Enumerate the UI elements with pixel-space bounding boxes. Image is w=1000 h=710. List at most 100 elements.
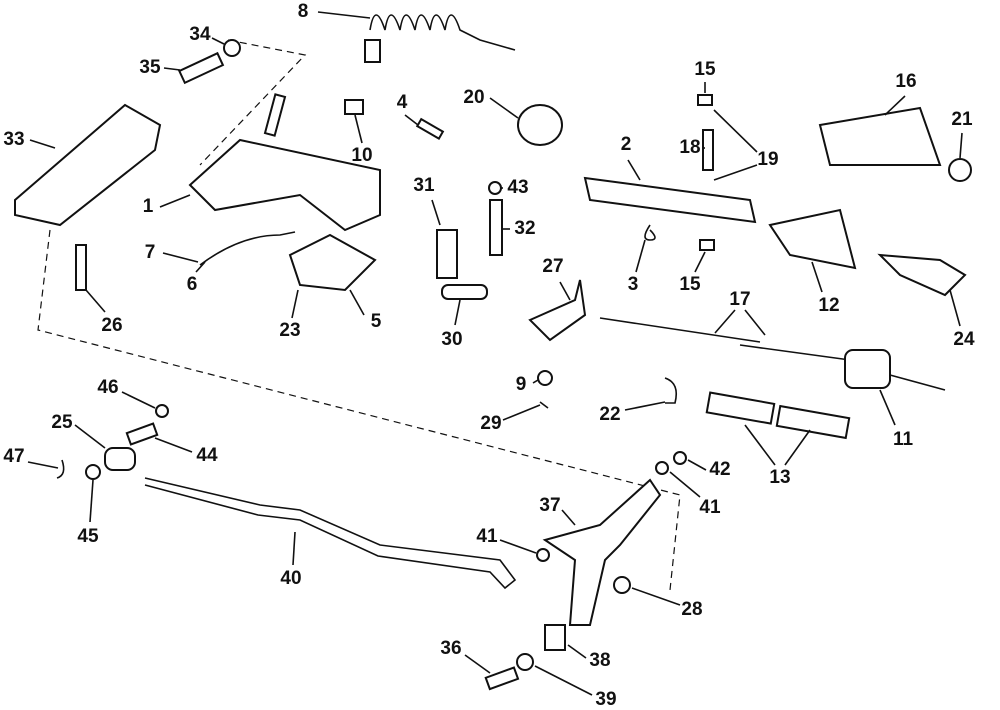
part-31-stud xyxy=(436,229,458,279)
part-11-cable-end xyxy=(844,349,891,389)
part-33-bracket xyxy=(14,103,162,227)
callout-31: 31 xyxy=(413,175,435,196)
callout-12: 12 xyxy=(818,295,839,316)
part-bolt xyxy=(263,93,287,137)
callout-13: 13 xyxy=(769,467,790,488)
callout-8: 8 xyxy=(298,1,309,22)
part-38-bushing xyxy=(544,624,566,651)
part-45-washer xyxy=(85,464,101,480)
callout-34: 34 xyxy=(189,24,211,45)
part-11-rod xyxy=(889,374,946,391)
callout-41: 41 xyxy=(699,497,721,518)
callout-2: 2 xyxy=(621,134,632,155)
callout-17: 17 xyxy=(729,289,750,310)
part-37-lever xyxy=(542,478,662,626)
callout-35: 35 xyxy=(139,57,161,78)
part-5-switch xyxy=(288,233,377,292)
callout-5: 5 xyxy=(371,311,382,332)
part-27-bracket xyxy=(528,279,587,342)
part-12-grip-insert xyxy=(768,208,857,270)
part-3-spring xyxy=(644,224,656,241)
callout-23: 23 xyxy=(279,320,300,341)
callout-32: 32 xyxy=(514,218,535,239)
callout-16: 16 xyxy=(895,71,916,92)
part-35-pin xyxy=(178,51,225,85)
callout-26: 26 xyxy=(101,315,122,336)
part-34-washer xyxy=(223,39,241,57)
callout-36: 36 xyxy=(440,638,461,659)
part-17-cable xyxy=(599,317,851,361)
callout-30: 30 xyxy=(441,329,462,350)
part-24-switch xyxy=(877,253,967,297)
part-41-washer xyxy=(536,548,550,562)
part-42-nut xyxy=(673,451,687,465)
part-41-washer xyxy=(655,461,669,475)
assembly-line xyxy=(37,229,681,591)
part-2-shaft xyxy=(583,176,757,224)
callout-33: 33 xyxy=(3,129,24,150)
callout-25: 25 xyxy=(51,412,73,433)
part-20-knob xyxy=(517,104,563,146)
callout-41-left: 41 xyxy=(476,526,498,547)
part-16-grip xyxy=(818,106,942,166)
callout-3: 3 xyxy=(628,274,639,295)
callout-15-lower: 15 xyxy=(679,274,701,295)
callout-46: 46 xyxy=(97,377,118,398)
part-15-bushing xyxy=(697,94,713,106)
part-32-ball-joint xyxy=(489,199,503,256)
part-36-bolt xyxy=(484,666,520,691)
callout-42: 42 xyxy=(709,459,730,480)
part-30-link xyxy=(441,284,488,300)
callout-28: 28 xyxy=(681,599,702,620)
part-8-lanyard xyxy=(364,14,516,63)
callout-19: 19 xyxy=(757,149,778,170)
callout-37: 37 xyxy=(539,495,560,516)
part-28-washer xyxy=(613,576,631,594)
part-44-stud xyxy=(125,422,159,446)
part-26-bolt xyxy=(75,244,87,291)
part-46-nut xyxy=(155,404,169,418)
part-9-washer xyxy=(537,370,553,386)
part-39-washer xyxy=(516,653,534,671)
callout-10: 10 xyxy=(351,145,372,166)
callout-22: 22 xyxy=(599,404,620,425)
callout-44: 44 xyxy=(196,445,218,466)
callout-1: 1 xyxy=(143,196,154,217)
part-7-wire xyxy=(199,231,296,266)
callout-20: 20 xyxy=(463,87,484,108)
part-21-cap xyxy=(948,158,972,182)
part-10-clip xyxy=(344,99,364,115)
part-15-bushing xyxy=(699,239,715,251)
part-47-clip xyxy=(56,459,65,479)
callout-7: 7 xyxy=(145,242,156,263)
callout-21: 21 xyxy=(951,109,973,130)
part-29-clip xyxy=(539,401,549,409)
part-43-nut xyxy=(488,181,502,195)
callout-43: 43 xyxy=(507,177,528,198)
part-18-pin xyxy=(702,129,714,171)
part-1-handle-housing xyxy=(188,138,381,232)
callout-29: 29 xyxy=(480,413,501,434)
callout-24: 24 xyxy=(953,329,975,350)
part-40-rod xyxy=(144,477,517,590)
callout-38: 38 xyxy=(589,650,610,671)
callout-6: 6 xyxy=(187,274,198,295)
callout-40: 40 xyxy=(280,568,301,589)
part-4-pin xyxy=(415,117,445,140)
callout-18: 18 xyxy=(679,137,700,158)
part-22-clip xyxy=(664,377,678,404)
leader-lines xyxy=(27,11,963,696)
callout-15: 15 xyxy=(694,59,716,80)
callout-11: 11 xyxy=(893,429,914,450)
part-13-sleeve xyxy=(775,404,851,440)
part-13-sleeve xyxy=(705,391,776,425)
assembly-line xyxy=(199,39,307,166)
callout-47: 47 xyxy=(3,446,24,467)
callout-4: 4 xyxy=(397,92,408,113)
callout-9: 9 xyxy=(516,374,527,395)
part-25-ball-socket xyxy=(104,447,136,471)
callout-39: 39 xyxy=(595,689,616,710)
callout-45: 45 xyxy=(77,526,99,547)
